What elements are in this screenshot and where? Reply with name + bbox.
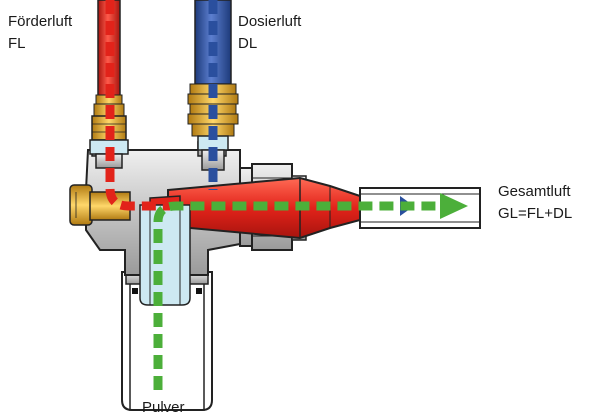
label-gesamtluft: Gesamtluft bbox=[498, 183, 571, 200]
label-dosierluft: Dosierluft bbox=[238, 13, 302, 30]
powder-insert bbox=[139, 204, 191, 306]
pulver-flow-line bbox=[153, 201, 440, 390]
label-dosierluft-abbr: DL bbox=[238, 35, 257, 52]
label-foerderluft: Förderluft bbox=[8, 13, 73, 30]
label-pulver: Pulver bbox=[142, 399, 185, 416]
foerderluft-flow-line bbox=[105, 0, 170, 211]
gesamtluft-arrowhead bbox=[440, 193, 468, 219]
label-gesamtluft-formula: GL=FL+DL bbox=[498, 205, 572, 222]
label-foerderluft-abbr: FL bbox=[8, 35, 26, 52]
